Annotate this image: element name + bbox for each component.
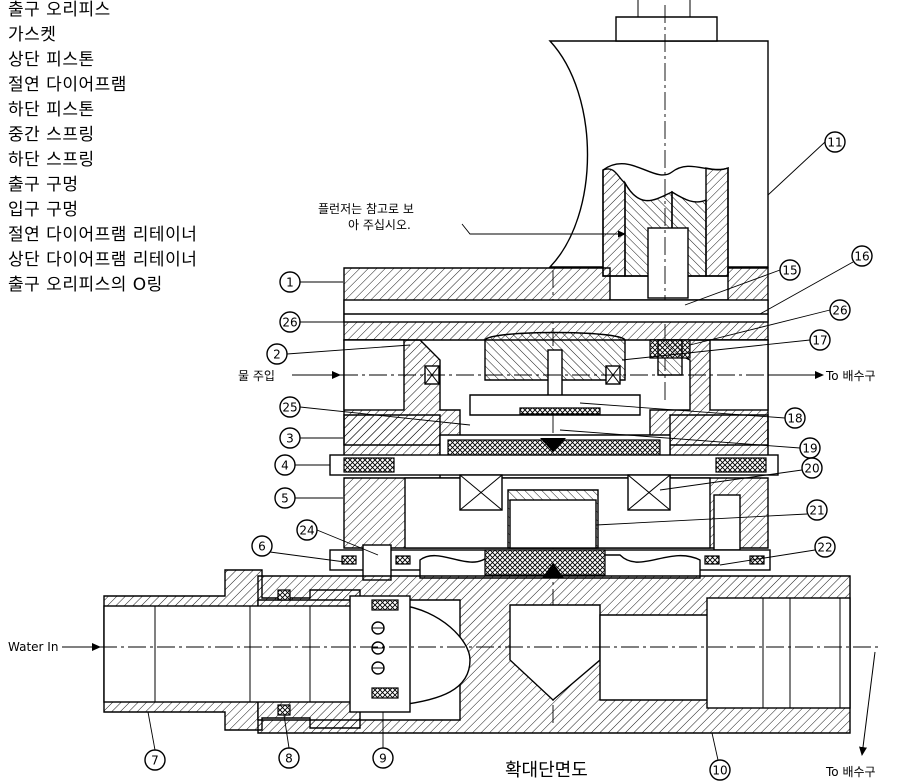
callout-2: 2 [266,343,411,365]
svg-text:17: 17 [812,334,827,348]
svg-text:7: 7 [151,754,159,768]
callout-15: 15 [684,259,801,306]
svg-text:21: 21 [809,504,824,518]
callout-26: 26 [689,299,851,346]
svg-text:3: 3 [286,432,294,446]
to-drain-lower-label: To 배수구 [825,765,876,779]
water-inlet-label: 물 주입 [238,369,275,383]
lower-diaphragm [329,544,771,581]
callout-22: 22 [719,536,836,566]
callout-11: 11 [767,131,846,196]
parts-list-item: 출구 오리피스 [8,0,111,20]
parts-list-item: 절연 다이어프램 [8,75,127,95]
parts-list-item: 입구 구멍 [8,200,79,220]
callout-24: 25 [279,396,471,426]
parts-list-item: 상단 피스톤 [8,50,95,70]
svg-text:10: 10 [712,764,727,778]
svg-text:19: 19 [802,442,817,456]
inlet-fitting [103,569,411,731]
callout-25: 26 [279,311,420,333]
to-drain-upper-label: To 배수구 [825,369,876,383]
callout-3: 3 [279,427,343,449]
callout-20: 20 [659,457,823,491]
callout-21: 21 [595,499,828,526]
svg-text:5: 5 [281,492,289,506]
svg-text:26: 26 [832,304,847,318]
callout-1: 1 [279,271,343,293]
svg-text:24: 24 [299,524,314,538]
parts-list-item: 중간 스프링 [8,125,95,145]
callout-17: 17 [621,329,831,361]
callout-10: 10 [709,732,731,781]
svg-text:15: 15 [782,264,797,278]
callout-8: 8 [278,714,300,769]
svg-text:16: 16 [854,250,869,264]
callout-16: 16 [759,245,873,315]
callout-9: 9 [372,712,394,769]
callout-7: 7 [144,711,166,771]
parts-list-item: 출구 오리피스의 O링 [8,275,163,295]
callout-4: 4 [274,454,330,476]
callout-19: 19 [559,429,821,459]
svg-text:26: 26 [282,316,297,330]
svg-text:4: 4 [281,459,289,473]
callout-5: 5 [274,487,343,509]
plunger-note-leader [461,223,626,238]
svg-text:11: 11 [827,136,842,150]
svg-text:1: 1 [286,276,294,290]
parts-list-item: 절연 다이어프램 리테이너 [8,225,198,245]
svg-text:20: 20 [804,462,819,476]
parts-list-item: 출구 구멍 [8,175,79,195]
solenoid-coil [548,0,769,299]
parts-list-item: 하단 스프링 [8,150,95,170]
parts-list-item: 가스켓 [8,25,57,45]
callout-18: 18 [579,402,806,429]
section-caption: 확대단면도 [505,760,588,781]
svg-text:25: 25 [282,401,297,415]
middle-body [329,414,779,551]
svg-text:6: 6 [258,540,266,554]
plunger-note-line1: 플런저는 참고로 보 [318,202,414,216]
svg-text:8: 8 [285,752,293,766]
svg-text:9: 9 [379,752,387,766]
callout-6: 6 [251,535,346,563]
parts-list-item: 하단 피스톤 [8,100,95,120]
svg-text:18: 18 [787,412,802,426]
parts-list-item: 상단 다이어프램 리테이너 [8,250,198,270]
plunger-note-line2: 아 주십시오. [348,218,411,232]
svg-text:22: 22 [817,541,832,555]
water-in-label: Water In [8,640,58,654]
callout-23: 24 [296,519,379,556]
parts-list: 출구 오리피스 가스켓 상단 피스톤 절연 다이어프램 하단 피스톤 중간 스프… [8,0,197,298]
svg-text:2: 2 [273,348,281,362]
to-drain-lower-arrow [859,651,876,756]
